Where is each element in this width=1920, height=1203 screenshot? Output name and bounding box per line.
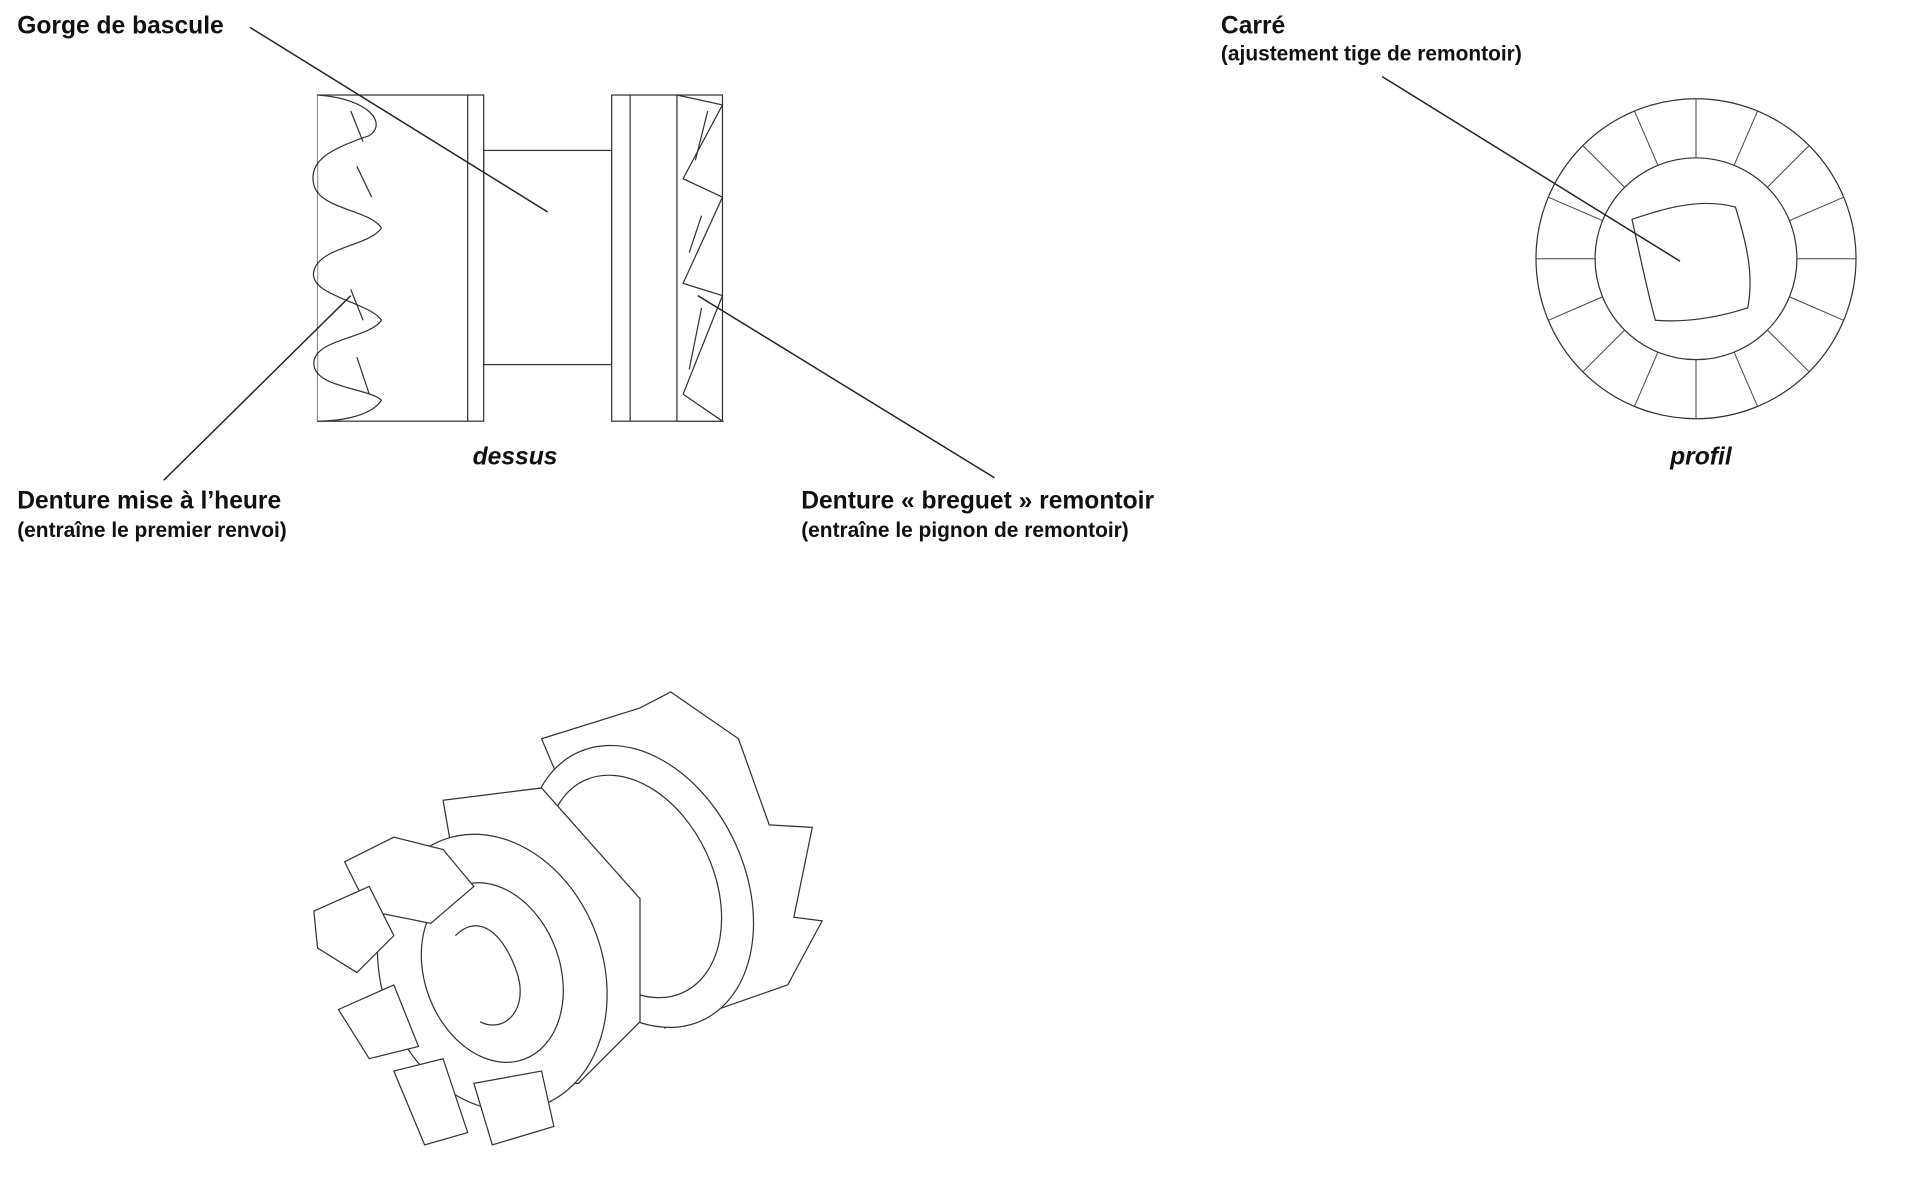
- top-view-drawing: [312, 94, 725, 422]
- caption-dessus: dessus: [473, 443, 558, 470]
- leader-gorge: [249, 26, 549, 213]
- label-gorge-de-bascule: Gorge de bascule: [17, 13, 224, 40]
- label-denture-breguet-sub: (entraîne le pignon de remontoir): [801, 519, 1129, 542]
- profile-view-drawing: [1535, 98, 1857, 420]
- label-carre: Carré: [1221, 13, 1285, 40]
- label-denture-mise-a-l-heure: Denture mise à l’heure: [17, 488, 281, 515]
- label-denture-mise-a-l-heure-sub: (entraîne le premier renvoi): [17, 519, 287, 542]
- label-carre-sub: (ajustement tige de remontoir): [1221, 43, 1522, 66]
- leader-denture-breguet: [697, 295, 995, 479]
- isometric-drawing: [313, 691, 824, 1146]
- leader-denture-heure: [163, 295, 352, 481]
- leader-lines: [163, 26, 1681, 481]
- label-denture-breguet: Denture « breguet » remontoir: [801, 488, 1154, 515]
- leader-carre: [1381, 75, 1681, 262]
- caption-profil: profil: [1669, 443, 1733, 470]
